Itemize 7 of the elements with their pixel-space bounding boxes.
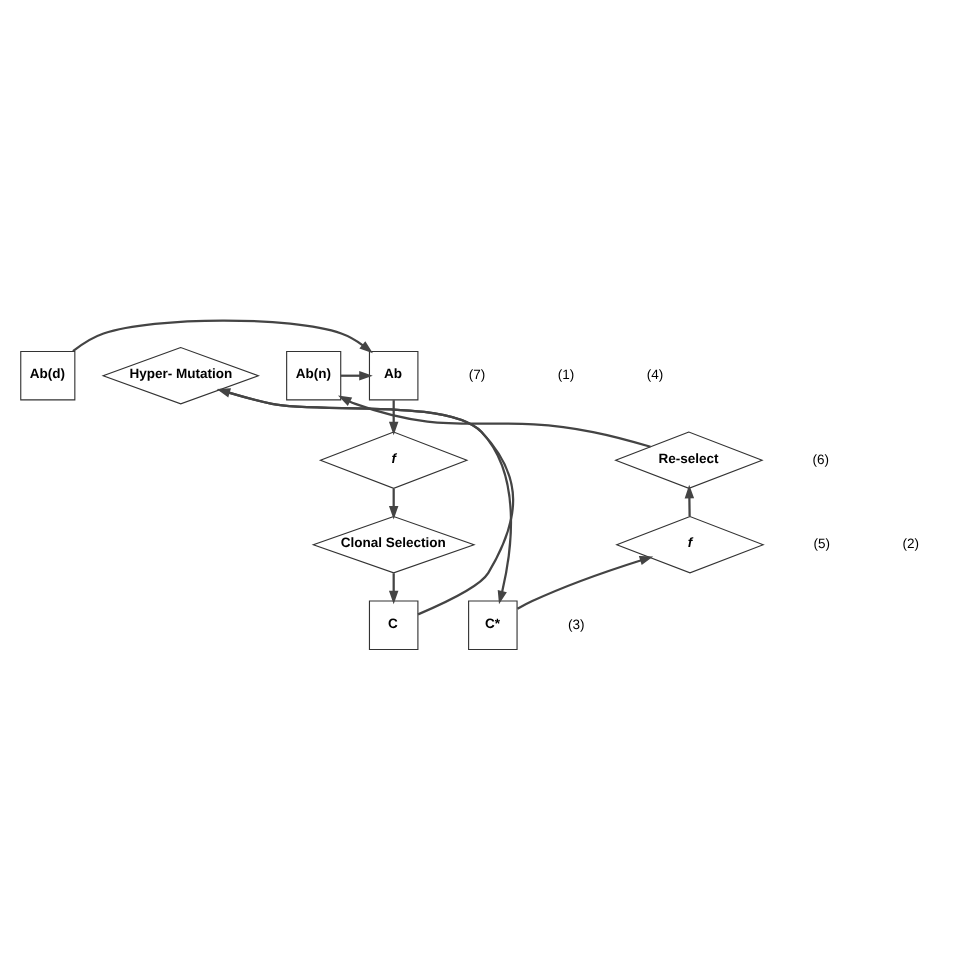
arrow [340, 370, 373, 381]
arrow [72, 319, 373, 354]
arrow [684, 484, 695, 517]
arrow [516, 556, 654, 610]
arrow [388, 573, 399, 605]
arrow [338, 395, 651, 448]
arrow [388, 400, 399, 436]
